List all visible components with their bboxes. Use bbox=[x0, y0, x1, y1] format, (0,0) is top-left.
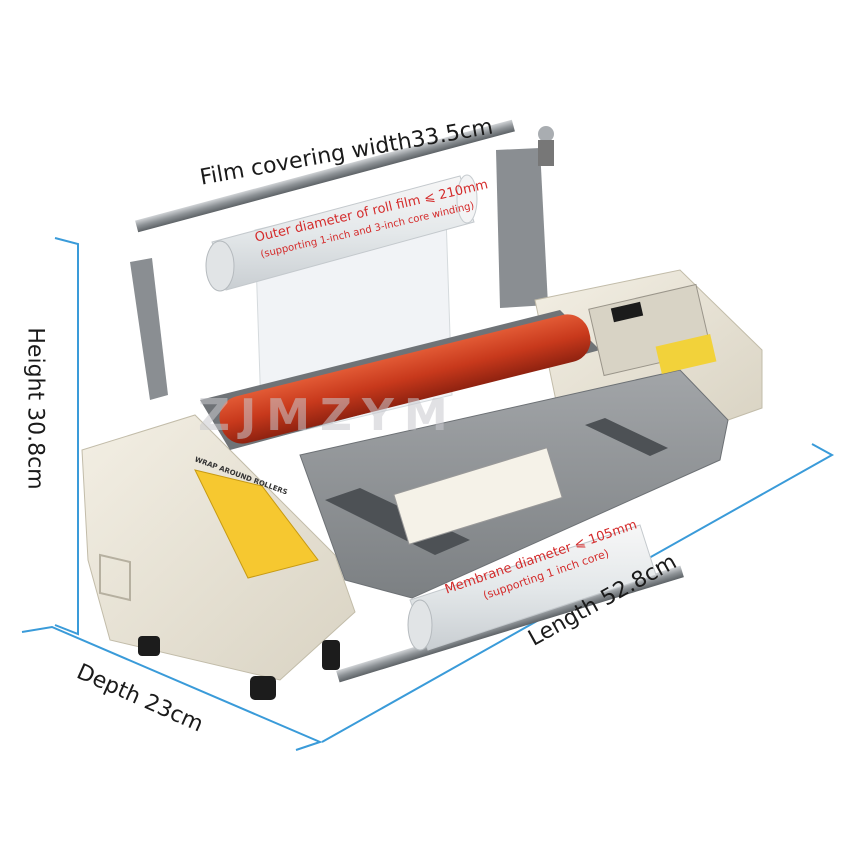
yellow-sticker bbox=[655, 334, 717, 374]
upper-rod bbox=[135, 119, 515, 233]
warning-sticker bbox=[393, 447, 563, 545]
red-roller bbox=[219, 314, 591, 444]
vent-grille bbox=[99, 553, 131, 602]
upper-frame bbox=[130, 119, 554, 400]
tray-guide-left bbox=[325, 488, 470, 555]
led-display bbox=[610, 301, 644, 323]
roller-sticker bbox=[194, 469, 319, 579]
upper-film-roll bbox=[205, 174, 478, 292]
length-dimension-line bbox=[321, 443, 835, 743]
machine-feet bbox=[138, 636, 340, 700]
spring bbox=[538, 140, 554, 166]
tension-knob bbox=[538, 126, 554, 142]
height-label: Height 30.8cm bbox=[22, 327, 48, 490]
depth-dimension-line bbox=[21, 625, 323, 751]
foot-front bbox=[250, 676, 276, 700]
dimension-lines bbox=[21, 237, 835, 751]
tray-guide-right bbox=[585, 418, 668, 456]
foot-left bbox=[138, 636, 160, 656]
lower-film-roll bbox=[336, 524, 684, 683]
foot-right bbox=[322, 640, 340, 670]
watermark-text: ZJMZYM bbox=[198, 390, 458, 441]
right-upright bbox=[496, 148, 548, 308]
machine-body bbox=[81, 269, 763, 681]
left-housing bbox=[81, 414, 356, 681]
watermark-glyphs: ZJMZYM bbox=[198, 390, 458, 441]
left-upright bbox=[130, 258, 168, 400]
height-dimension-line bbox=[54, 237, 79, 636]
